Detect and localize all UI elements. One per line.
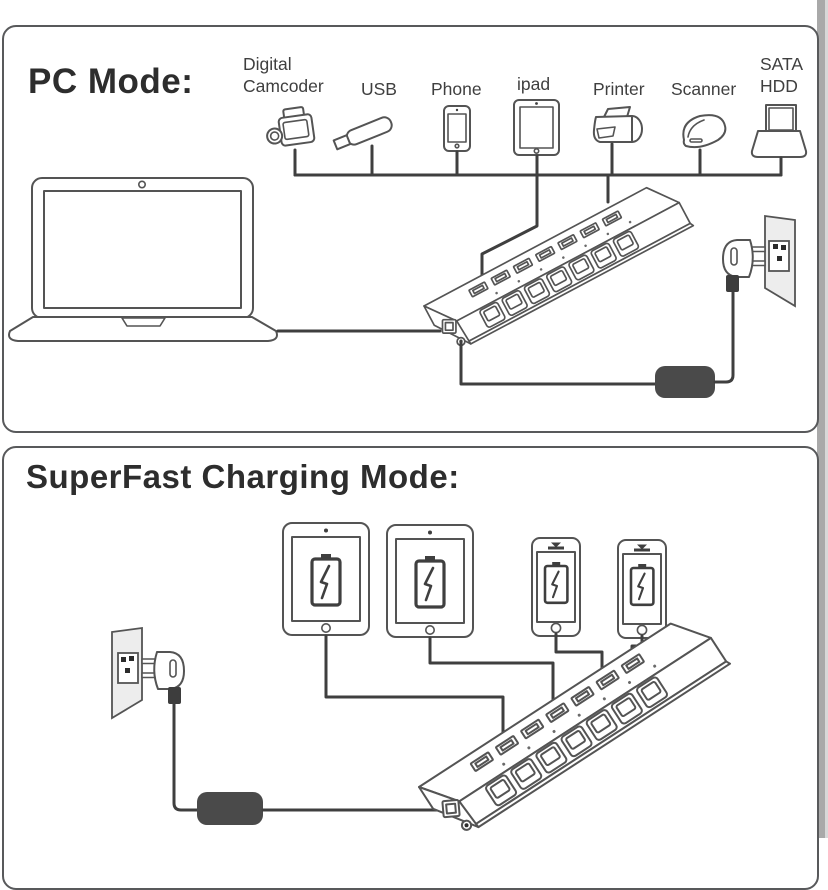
phone-icon [443, 105, 471, 152]
label-printer: Printer [593, 79, 645, 99]
page-edge-strip [817, 0, 825, 838]
usb-hub-7port-illustration [415, 607, 732, 838]
scanner-icon [682, 114, 727, 149]
laptop-icon [8, 177, 278, 342]
cable-tablet2-to-hub [428, 636, 555, 712]
printer-icon [592, 106, 643, 143]
charging-mode-title: SuperFast Charging Mode: [26, 458, 460, 495]
cable-hub-to-adapter [459, 339, 657, 386]
tablet-charging-icon [387, 525, 473, 637]
tablet-icon [513, 99, 560, 156]
label-ipad: ipad [517, 74, 551, 94]
label-digital-camcoder: Digital Camcoder [243, 54, 324, 96]
camcorder-icon [266, 106, 316, 147]
usb-flash-drive-icon [332, 116, 393, 151]
phone-charging-icon [532, 538, 580, 636]
page-edge-strip-light [825, 0, 828, 838]
label-scanner: Scanner [671, 79, 737, 99]
pc-mode-diagram [8, 99, 808, 398]
charging-mode-diagram [111, 523, 732, 838]
cable-plug-to-adapter [713, 288, 735, 384]
tablet-charging-icon [283, 523, 369, 635]
connection-bus [293, 142, 783, 286]
usb-hub-7port-illustration [421, 175, 695, 357]
phone-charging-icon [618, 540, 666, 638]
pc-mode-title: PC Mode: [28, 62, 194, 101]
cable-adapter-to-hub [261, 808, 466, 815]
cable-plug-to-adapter [172, 701, 199, 812]
label-sata-hdd: SATA HDD [760, 54, 804, 96]
power-adapter-icon [655, 366, 715, 398]
label-usb: USB [361, 79, 397, 99]
cable-bus-to-port1 [480, 173, 539, 286]
label-phone: Phone [431, 79, 482, 99]
diagram-artwork [8, 99, 808, 838]
cable-tablet1-to-hub [324, 634, 505, 742]
power-adapter-icon [197, 792, 263, 825]
cable-phone1-to-hub [554, 632, 604, 680]
sata-hdd-dock-icon [750, 104, 808, 158]
